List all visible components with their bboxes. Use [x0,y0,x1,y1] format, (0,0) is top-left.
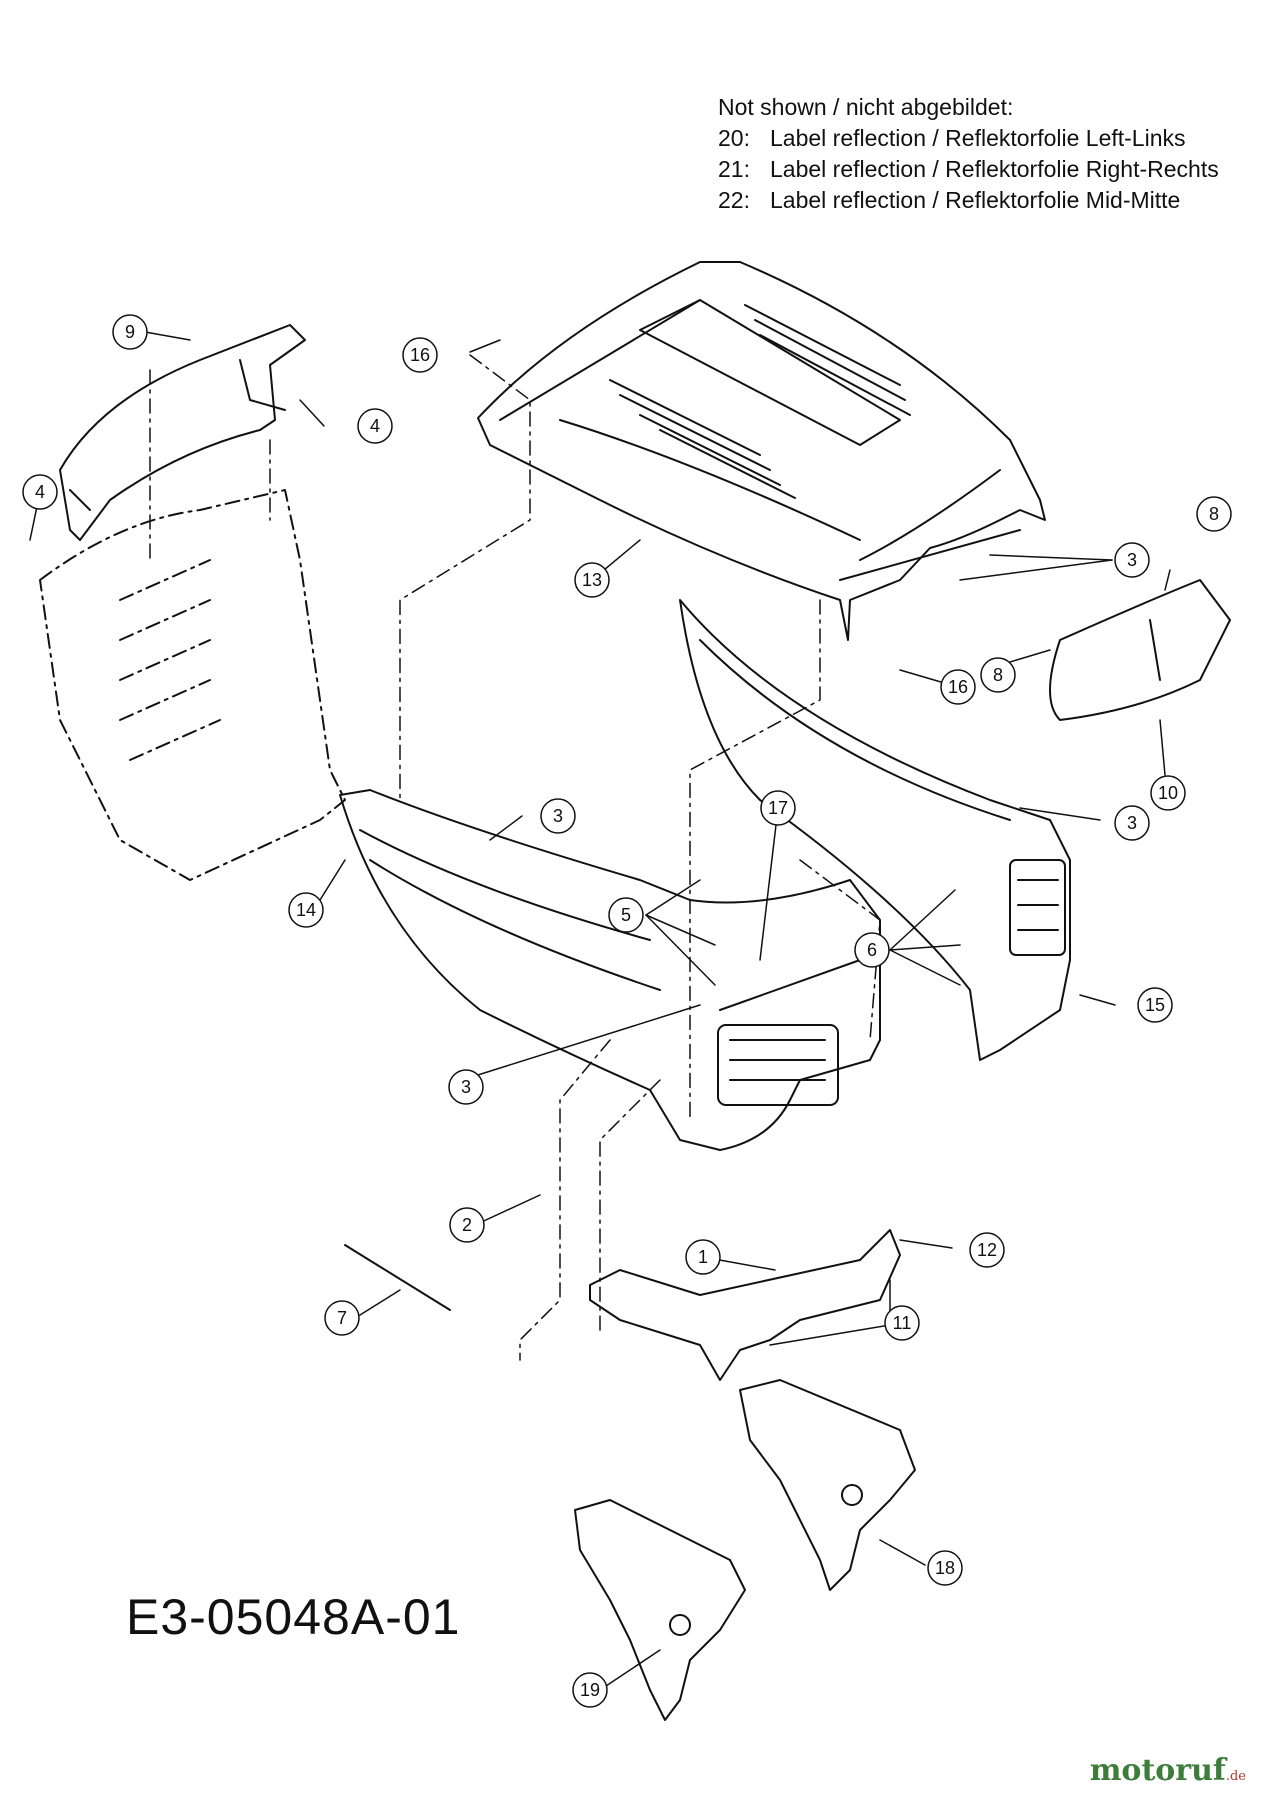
callout-18: 18 [927,1550,963,1586]
svg-text:5: 5 [621,905,631,925]
svg-text:19: 19 [580,1680,600,1700]
hood-vents [609,304,911,499]
svg-text:11: 11 [893,1313,912,1333]
note-number: 21: [718,156,750,182]
callout-14: 14 [288,892,324,928]
callout-13: 13 [574,562,610,598]
callout-3-right: 3 [1114,805,1150,841]
svg-text:4: 4 [35,482,45,502]
svg-text:12: 12 [977,1240,997,1260]
callout-5: 5 [608,897,644,933]
diagram-code: E3-05048A-01 [126,1589,461,1645]
hood-part [477,261,1046,641]
assembly-lines [149,354,881,1361]
front-body-part [339,789,881,1151]
note-item: 20: Label reflection / Reflektorfolie Lef… [718,123,1219,154]
svg-text:1: 1 [698,1247,708,1267]
callout-19: 19 [572,1672,608,1708]
callout-8-top: 8 [1196,496,1232,532]
svg-text:16: 16 [948,677,968,697]
note-item: 21: Label reflection / Reflektorfolie Rig… [718,154,1219,185]
svg-text:7: 7 [337,1308,347,1328]
callout-4-left: 4 [22,474,58,510]
watermark-tld: .de [1225,1769,1246,1784]
callout-3-center: 3 [540,798,576,834]
svg-text:2: 2 [462,1215,472,1235]
callout-3-hood: 3 [1114,542,1150,578]
headlight-lens-part [1049,579,1231,721]
note-text: Label reflection / Reflektorfolie Mid-Mi… [770,187,1181,213]
dash-panel-part [59,324,306,541]
callout-10: 10 [1150,775,1186,811]
svg-text:4: 4 [370,416,380,436]
callout-1: 1 [685,1239,721,1275]
rear-panel-part [39,489,346,881]
callout-2: 2 [449,1207,485,1243]
svg-text:10: 10 [1158,783,1178,803]
watermark-name: motoruf [1089,1753,1226,1788]
svg-text:6: 6 [867,940,877,960]
note-text: Label reflection / Reflektorfolie Left-L… [770,125,1186,151]
notes-header: Not shown / nicht abgebildet: [718,94,1014,120]
not-shown-notes: Not shown / nicht abgebildet: 20: Label r… [718,92,1219,216]
svg-text:8: 8 [1209,504,1219,524]
svg-text:18: 18 [935,1558,955,1578]
svg-text:9: 9 [125,322,135,342]
svg-text:3: 3 [1127,813,1137,833]
callout-15: 15 [1137,987,1173,1023]
callout-3-lower: 3 [448,1069,484,1105]
svg-text:15: 15 [1145,995,1165,1015]
callout-6: 6 [854,932,890,968]
svg-text:14: 14 [296,900,316,920]
svg-text:17: 17 [768,798,788,818]
callout-7: 7 [324,1300,360,1336]
callout-4-right: 4 [357,408,393,444]
svg-text:3: 3 [553,806,563,826]
callout-11: 11 [884,1305,920,1341]
svg-text:16: 16 [410,345,430,365]
part-callouts: 9 4 4 16 13 3 8 8 16 10 3 3 17 14 5 6 15… [22,314,1232,1708]
callout-17: 17 [760,790,796,826]
support-bracket-part [589,1229,901,1381]
svg-text:3: 3 [1127,550,1137,570]
callout-8-mid: 8 [980,657,1016,693]
callout-9: 9 [112,314,148,350]
leader-lines [29,331,1171,1691]
svg-text:8: 8 [993,665,1003,685]
watermark-logo: motoruf.de [1090,1753,1246,1788]
callout-16-top: 16 [402,337,438,373]
note-number: 20: [718,125,750,151]
note-number: 22: [718,187,750,213]
svg-text:13: 13 [582,570,602,590]
note-text: Label reflection / Reflektorfolie Right-… [770,156,1219,182]
cable-tie-part [344,1244,451,1311]
callout-16-mid: 16 [940,669,976,705]
svg-text:3: 3 [461,1077,471,1097]
callout-12: 12 [969,1232,1005,1268]
hinge-plate-part-19 [574,1499,746,1721]
hinge-plate-part-18 [739,1379,916,1591]
note-item: 22: Label reflection / Reflektorfolie Mid… [718,185,1219,216]
